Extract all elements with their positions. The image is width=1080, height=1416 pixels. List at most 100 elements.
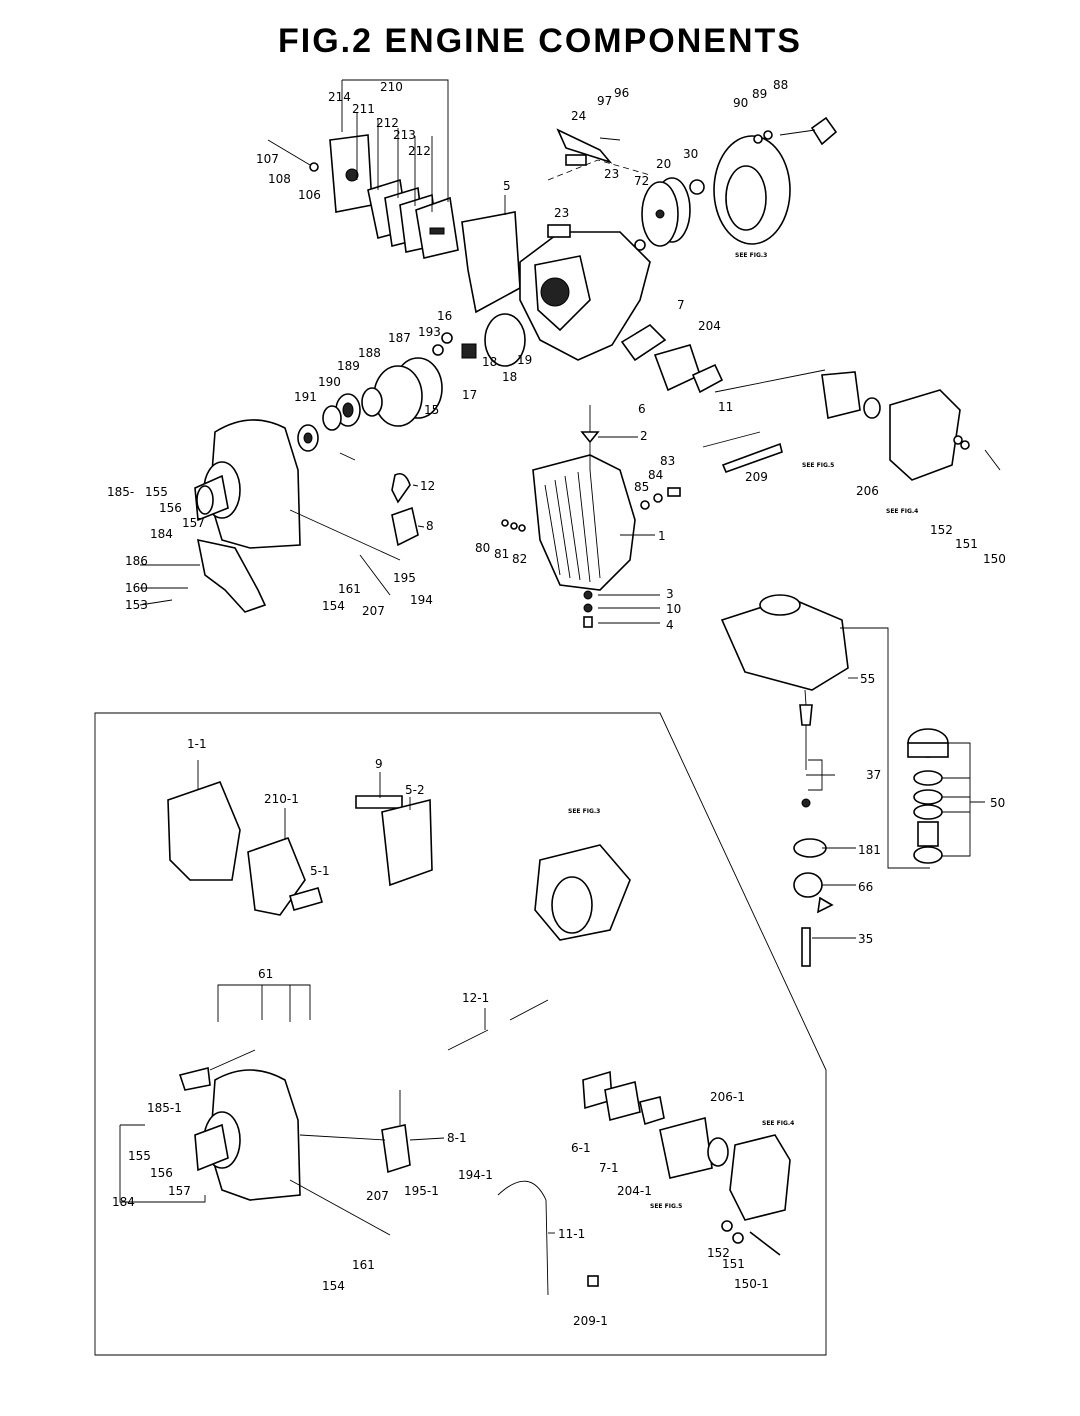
callout-label: 185-1: [147, 1101, 182, 1115]
callout-label: 185-: [107, 485, 134, 499]
intake-parts: [620, 323, 724, 394]
callout-label: 151: [955, 537, 978, 551]
callout-label: 188: [358, 346, 381, 360]
inset-parts: [167, 780, 791, 1296]
callout-label: 150-1: [734, 1277, 769, 1291]
callout-label: 18: [502, 370, 517, 384]
callout-label: 160: [125, 581, 148, 595]
callout-label: 3: [666, 587, 674, 601]
callout-label: 4: [666, 618, 674, 632]
callout-label: 181: [858, 843, 881, 857]
callout-label: 1: [658, 529, 666, 543]
callout-label: 211: [352, 102, 375, 116]
callout-label: 210-1: [264, 792, 299, 806]
fuel-cap-parts: [907, 728, 949, 864]
gear-case: [194, 419, 301, 549]
callout-label: 207: [362, 604, 385, 618]
callout-label: 152: [707, 1246, 730, 1260]
callout-label: 89: [752, 87, 767, 101]
callout-label: 8: [426, 519, 434, 533]
callout-label: 7: [677, 298, 685, 312]
carburetor: [821, 371, 861, 419]
callout-label: 155: [128, 1149, 151, 1163]
flywheel: [634, 177, 705, 251]
callout-label: 80: [475, 541, 490, 555]
callout-label: 5-1: [310, 864, 330, 878]
callout-label: 15: [424, 403, 439, 417]
callout-label: 66: [858, 880, 873, 894]
callout-label: 187: [388, 331, 411, 345]
callout-label: 7-1: [599, 1161, 619, 1175]
callout-label: 2: [640, 429, 648, 443]
callout-label: 10: [666, 602, 681, 616]
callout-label: 190: [318, 375, 341, 389]
callout-label: 154: [322, 599, 345, 613]
see-fig-note: SEE FIG.5: [650, 1203, 682, 1210]
callout-label: 107: [256, 152, 279, 166]
callout-label: 61: [258, 967, 273, 981]
callout-label: 12-1: [462, 991, 489, 1005]
callout-label: 35: [858, 932, 873, 946]
callout-label: 6: [638, 402, 646, 416]
callout-label: 82: [512, 552, 527, 566]
callout-label: 204: [698, 319, 721, 333]
callout-label: 84: [648, 468, 663, 482]
callout-label: 154: [322, 1279, 345, 1293]
air-cleaner: [863, 389, 1001, 481]
callout-labels: 210 214 211 212 213 212 107 108 106 5 97…: [107, 78, 1006, 1328]
callout-label: 106: [298, 188, 321, 202]
callout-label: 153: [125, 598, 148, 612]
callout-label: 97: [597, 94, 612, 108]
callout-label: 50: [990, 796, 1005, 810]
callout-label: 90: [733, 96, 748, 110]
callout-label: 72: [634, 174, 649, 188]
callout-label: 9: [375, 757, 383, 771]
callout-label: 24: [571, 109, 586, 123]
callout-label: 191: [294, 390, 317, 404]
callout-label: 30: [683, 147, 698, 161]
callout-label: 209-1: [573, 1314, 608, 1328]
leader-lines: [119, 436, 985, 1234]
callout-label: 1-1: [187, 737, 207, 751]
bracket-186: [196, 538, 267, 613]
callout-label: 55: [860, 672, 875, 686]
see-figure-notes: SEE FIG.3 SEE FIG.5 SEE FIG.4 SEE FIG.3 …: [568, 252, 918, 1210]
see-fig-note: SEE FIG.4: [886, 508, 918, 515]
fuel-line-parts: [793, 704, 834, 967]
heat-shield: [461, 211, 521, 314]
callout-label: 37: [866, 768, 881, 782]
callout-label: 11-1: [558, 1227, 585, 1241]
clutch-drum-parts: [297, 313, 526, 452]
callout-label: 12: [420, 479, 435, 493]
callout-label: 17: [462, 388, 477, 402]
callout-label: 155: [145, 485, 168, 499]
callout-label: 5: [503, 179, 511, 193]
callout-label: 213: [393, 128, 416, 142]
callout-label: 204-1: [617, 1184, 652, 1198]
callout-label: 206-1: [710, 1090, 745, 1104]
callout-label: 156: [150, 1166, 173, 1180]
see-fig-note: SEE FIG.5: [802, 462, 834, 469]
figure-title: FIG.2 ENGINE COMPONENTS: [278, 22, 802, 60]
callout-label: 6-1: [571, 1141, 591, 1155]
callout-label: 20: [656, 157, 671, 171]
callout-label: 212: [408, 144, 431, 158]
callout-label: 18: [482, 355, 497, 369]
callout-label: 85: [634, 480, 649, 494]
callout-label: 193: [418, 325, 441, 339]
callout-label: 195-1: [404, 1184, 439, 1198]
callout-label: 108: [268, 172, 291, 186]
callout-label: 23: [554, 206, 569, 220]
inset-frame: [94, 712, 827, 1356]
callout-label: 186: [125, 554, 148, 568]
callout-label: 207: [366, 1189, 389, 1203]
engine-crankcase: [519, 154, 651, 361]
see-fig-note: SEE FIG.3: [735, 252, 767, 259]
callout-label: 150: [983, 552, 1006, 566]
see-fig-note: SEE FIG.4: [762, 1120, 794, 1127]
callout-label: 184: [150, 527, 173, 541]
callout-label: 209: [745, 470, 768, 484]
callout-label: 81: [494, 547, 509, 561]
bracket-24: [556, 128, 613, 164]
